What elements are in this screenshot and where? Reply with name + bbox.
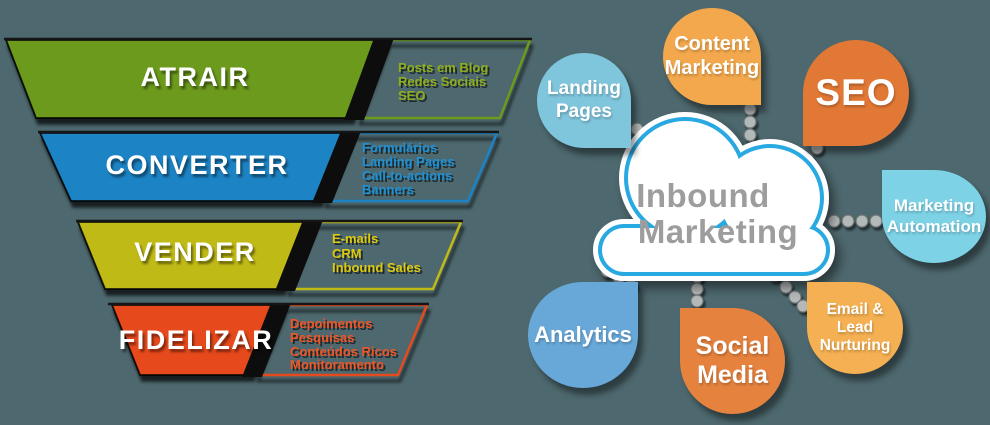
funnel-stage-title: VENDER bbox=[134, 237, 256, 267]
funnel-level-vender: VENDER E-mails CRM Inbound Sales bbox=[76, 219, 463, 291]
bubble-label: Nurturing bbox=[819, 337, 891, 355]
bubble-label: Analytics bbox=[534, 322, 632, 348]
bubble-label: Landing bbox=[547, 78, 621, 100]
cloud-title-line2: Marketing bbox=[638, 213, 798, 250]
bubble-label: Email & bbox=[826, 300, 884, 318]
cloud-body bbox=[602, 121, 826, 272]
funnel-level-fidelizar: FIDELIZAR Depoimentos Pesquisas Conteúdo… bbox=[108, 302, 429, 377]
bubble-label: Automation bbox=[886, 216, 982, 236]
funnel-stage-title: FIDELIZAR bbox=[119, 325, 274, 355]
bubble-label: Pages bbox=[556, 100, 612, 122]
bubble-social-media: Social Media bbox=[680, 308, 785, 414]
funnel-item: SEO bbox=[398, 88, 425, 103]
bubble-email-lead-nurturing: Email & Lead Nurturing bbox=[807, 282, 903, 374]
bubble-label: SEO bbox=[815, 72, 897, 114]
bubble-label: Lead bbox=[836, 318, 874, 336]
funnel-item: Formulários bbox=[362, 140, 437, 155]
funnel-item: E-mails bbox=[332, 231, 378, 246]
funnel: ATRAIR Posts em Blog Redes Sociais SEO C… bbox=[4, 37, 532, 377]
funnel-item: Pesquisas bbox=[290, 330, 354, 345]
funnel-level-converter: CONVERTER Formulários Landing Pages Call… bbox=[38, 130, 499, 203]
connector-content-marketing bbox=[743, 102, 757, 142]
funnel-divider bbox=[312, 131, 361, 203]
funnel-item: Landing Pages bbox=[362, 154, 454, 169]
bubble-marketing-automation: Marketing Automation bbox=[882, 170, 986, 263]
funnel-level-atrair: ATRAIR Posts em Blog Redes Sociais SEO bbox=[4, 37, 532, 120]
funnel-stage-title: ATRAIR bbox=[141, 62, 250, 92]
funnel-stage-title: CONVERTER bbox=[105, 150, 288, 180]
funnel-item: Call-to-actions bbox=[362, 168, 452, 183]
funnel-item: Inbound Sales bbox=[332, 260, 421, 275]
bubble-label: Social bbox=[695, 331, 770, 360]
cloud-title-line1: Inbound bbox=[636, 177, 770, 214]
bubble-landing-pages: Landing Pages bbox=[537, 53, 631, 148]
funnel-item: Redes Sociais bbox=[398, 74, 486, 89]
bubble-content-marketing: Content Marketing bbox=[663, 8, 761, 105]
bubble-label: Content bbox=[674, 32, 750, 55]
funnel-item: Banners bbox=[362, 182, 414, 197]
bubble-label: Marketing bbox=[893, 196, 975, 216]
funnel-item: Depoimentos bbox=[290, 316, 372, 331]
bubble-label: Media bbox=[697, 361, 768, 389]
funnel-divider bbox=[275, 220, 323, 291]
funnel-item: Monitoramento bbox=[290, 357, 384, 372]
bubble-label: Marketing bbox=[664, 56, 760, 79]
bubble-analytics: Analytics bbox=[528, 282, 638, 388]
funnel-divider bbox=[344, 38, 394, 120]
connector-marketing-automation bbox=[827, 214, 883, 228]
inbound-marketing-cloud: Inbound Marketing bbox=[593, 112, 835, 281]
funnel-item: Conteúdos Ricos bbox=[290, 344, 397, 359]
funnel-item: CRM bbox=[332, 246, 362, 261]
bubble-seo: SEO bbox=[803, 40, 909, 146]
funnel-divider bbox=[242, 303, 291, 377]
funnel-item: Posts em Blog bbox=[398, 60, 488, 75]
